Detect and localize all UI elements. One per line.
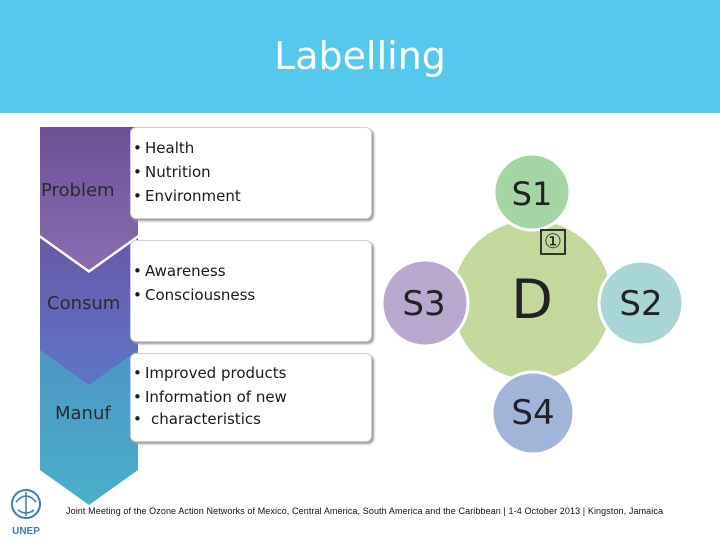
chevron-consum [40,238,138,390]
chevron-problem [40,127,138,270]
category-manuf: Manuf [55,403,111,424]
page-title: Labelling [274,34,446,78]
list-item: Improved products [131,361,371,385]
category-problem: Problem [41,180,115,201]
s2-label: S2 [619,284,663,324]
list-item: Environment [131,184,371,208]
unep-logo-text: UNEP [12,526,40,537]
chevron-manuf [40,350,138,505]
s2-circle [597,259,685,347]
s3-circle [380,258,470,348]
category-consum: Consum [47,293,121,314]
list-item: Nutrition [131,160,371,184]
s4-circle [490,370,576,456]
title-banner: Labelling [0,0,720,113]
chevron-column [40,127,138,505]
s3-label: S3 [402,284,446,324]
consum-box: Awareness Consciousness [130,240,372,342]
unep-logo: UNEP [11,489,41,537]
list-item: Information of new [131,385,371,409]
number-one-glyph: ① [544,229,562,253]
s4-label: S4 [511,393,555,433]
list-item: Awareness [131,259,371,283]
list-item: characteristics [131,409,371,429]
problem-box: Health Nutrition Environment [130,127,372,219]
manuf-box: Improved products Information of new cha… [130,353,372,442]
center-label: D [511,268,553,331]
list-item: Health [131,136,371,160]
s1-label: S1 [511,175,553,213]
number-one-icon [540,229,566,255]
footer-text: Joint Meeting of the Ozone Action Networ… [66,506,664,516]
list-item: Consciousness [131,283,371,307]
s1-circle [492,152,572,232]
